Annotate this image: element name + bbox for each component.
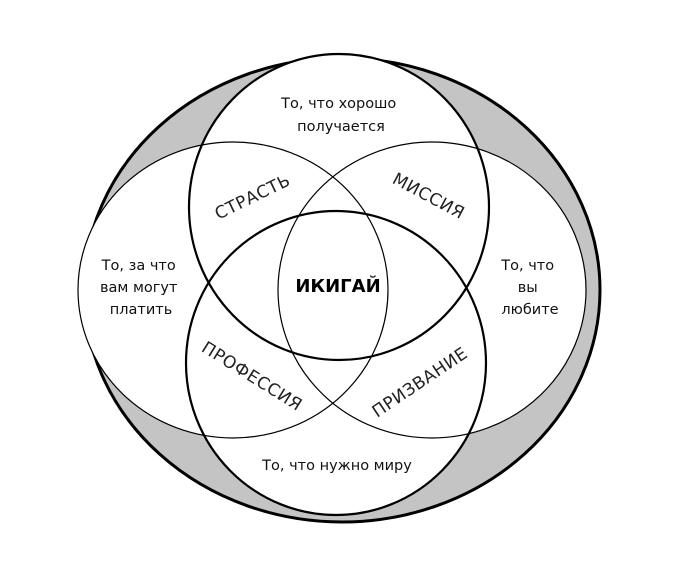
right-circle-label-line-1: То, что	[500, 258, 554, 274]
center-label-ikigai: ИКИГАЙ	[295, 275, 380, 297]
left-circle-label-line-1: То, за что	[101, 258, 176, 274]
left-circle-label: То, за что вам могут платить	[100, 258, 182, 318]
circle-bottom	[184, 209, 488, 517]
bottom-circle-label: То, что нужно миру	[261, 458, 412, 474]
right-circle-label-line-2: вы	[518, 280, 538, 296]
right-circle-label-line-3: любите	[501, 302, 558, 318]
left-circle-label-line-3: платить	[110, 302, 173, 318]
left-circle-label-line-2: вам могут	[100, 280, 178, 296]
circle-fills	[78, 54, 586, 515]
circle-fill-bottom	[186, 211, 486, 515]
top-circle-label-line-2: получается	[297, 119, 385, 135]
circle-right	[277, 141, 587, 439]
top-circle-label: То, что хорошо получается	[280, 96, 401, 135]
circle-top	[187, 52, 491, 362]
circle-outlines	[77, 52, 587, 517]
top-circle-label-line-1: То, что хорошо	[280, 96, 396, 112]
right-circle-label: То, что вы любите	[500, 258, 558, 318]
circle-left	[77, 141, 389, 439]
